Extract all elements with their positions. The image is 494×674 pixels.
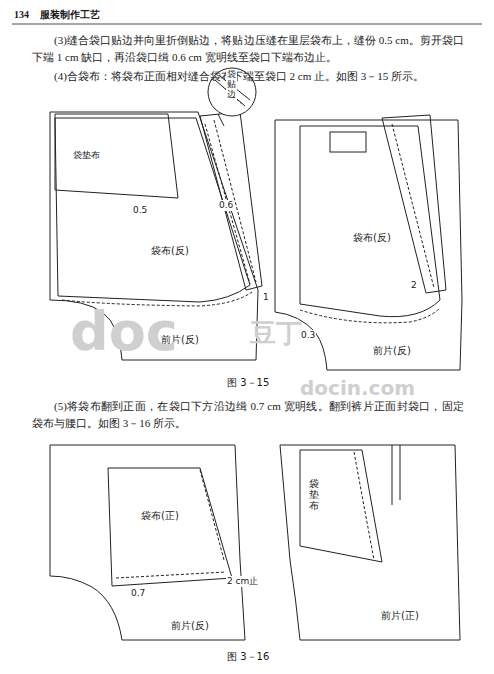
part-name: 前片(反) xyxy=(170,620,210,632)
body-paragraph: (5)将袋布翻到正面，在袋口下方沿边缉 0.7 cm 宽明线。翻到裤片正面封袋口… xyxy=(32,398,464,432)
figure-caption: 图 3－15 xyxy=(226,377,270,389)
part-name: 袋布(反) xyxy=(352,232,392,244)
part-name: 袋布(反) xyxy=(150,245,190,257)
part-name: 袋垫布 xyxy=(308,478,320,511)
part-name: 袋布(正) xyxy=(140,510,180,522)
callout-number: 1 xyxy=(262,292,270,303)
dimension: 0.6 xyxy=(218,200,234,211)
dimension: 2 cm止 xyxy=(226,576,259,587)
running-head: 服装制作工艺 xyxy=(40,9,100,21)
callout-number: 2 xyxy=(410,280,418,291)
watermark: 豆丁 xyxy=(250,318,302,349)
part-name: 前片(正) xyxy=(380,610,420,622)
body-paragraph: (3)缝合袋口贴边并向里折倒贴边，将贴边压缝在里层袋布上，缝份 0.5 cm。剪… xyxy=(32,32,464,66)
dimension: 0.7 xyxy=(130,588,146,599)
part-name: 前片(反) xyxy=(372,345,412,357)
part-name: 袋垫布 xyxy=(72,150,101,161)
body-paragraph: (4)合袋布：将袋布正面相对缝合袋布下端至袋口 2 cm 止。如图 3－15 所… xyxy=(32,68,464,85)
dimension: 0.5 xyxy=(132,205,148,216)
figure-caption: 图 3－16 xyxy=(226,651,270,663)
watermark: docin.com xyxy=(300,376,415,400)
dimension: 0.3 xyxy=(300,330,316,341)
part-name: 袋贴边 xyxy=(226,70,237,100)
watermark: doc xyxy=(70,300,178,365)
page-number: 134 xyxy=(14,9,29,21)
